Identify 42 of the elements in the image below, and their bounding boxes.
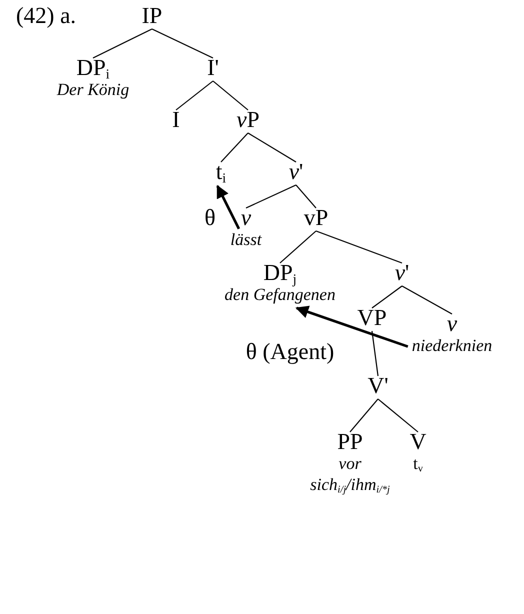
category-label: vP [304,206,328,230]
word-label: vor sich$_{i/j}$/ihm$_{i/*j}$ [310,453,390,495]
branch-line [92,28,152,58]
branch-line [378,398,418,432]
word-label: niederknien [412,335,492,356]
category-label: V [410,430,426,454]
word-label: Der König [56,79,130,100]
category-label: v' [394,261,410,285]
branch-line [176,80,214,110]
branch-line [402,286,452,314]
movement-arrow [295,306,408,348]
category-label: I [172,108,180,132]
branch-line [220,132,248,162]
branch-line [372,286,402,308]
category-label: v' [288,160,304,184]
category-label: I' [207,56,219,80]
category-label: v [446,312,458,336]
branch-line [152,28,214,58]
category-label: V' [368,374,388,398]
example-number: (42) a. [16,4,76,28]
category-label: PP [337,430,363,454]
branch-line [371,330,379,376]
word-label: den Gefangenen [224,285,336,305]
branch-line [316,230,402,264]
category-label: t$_{i}$ [216,160,226,184]
theta-role-label: θ (Agent) [246,340,334,364]
theta-label: θ [204,206,216,230]
category-label: vP [236,108,260,132]
branch-line [246,184,296,208]
word-label: lässt [230,229,262,250]
branch-line [296,184,316,208]
branch-line [212,80,248,110]
branch-line [248,132,296,162]
branch-line [280,230,316,264]
word-label: t$_{v}$ [413,453,423,474]
category-label: VP [357,306,387,330]
category-label: DP$_{j}$ [263,261,297,285]
category-label: IP [142,4,162,28]
category-label: v [240,206,252,230]
movement-arrow [216,184,240,230]
category-label: DP$_{i}$ [76,56,110,80]
branch-line [350,398,378,432]
